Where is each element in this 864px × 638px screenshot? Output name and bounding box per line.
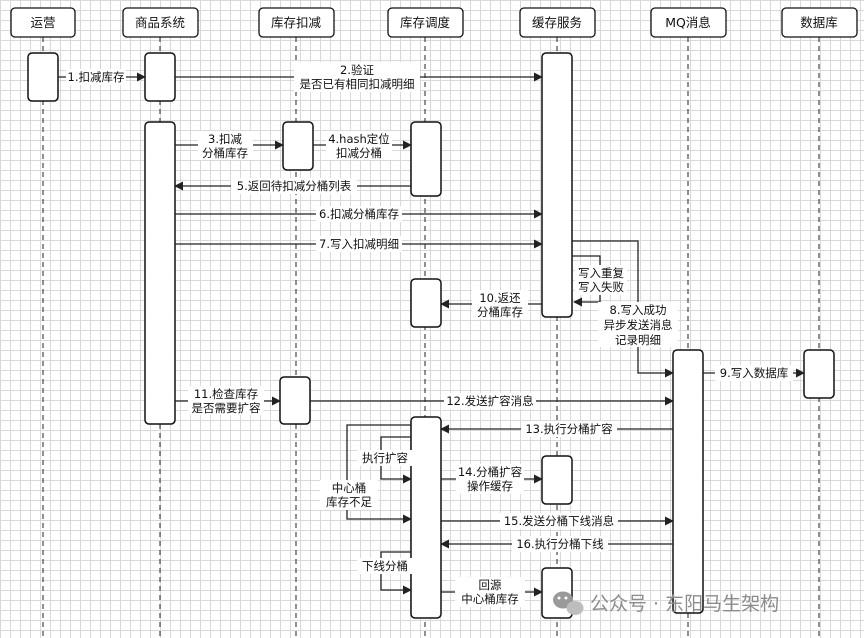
label-bg: [294, 62, 420, 92]
msg-label-14-line2: 操作缓存: [467, 479, 513, 493]
message-labels: 1.扣减库存 2.验证 是否已有相同扣减明细 3.扣减 分桶库存 4.hash定…: [68, 63, 789, 606]
label-bg: [575, 265, 627, 295]
activation-schedule-1: [410, 121, 442, 197]
participant-label: 运营: [30, 15, 55, 30]
label-bg: [316, 206, 402, 222]
msg-label-9: 9.写入数据库: [720, 366, 788, 380]
activation-database: [803, 349, 835, 399]
wechat-icon: [553, 591, 584, 615]
activation-deduct-2: [279, 376, 311, 425]
activation-schedule-2: [410, 278, 442, 328]
msg-label-2-line2: 是否已有相同扣减明细: [300, 77, 415, 91]
participants: 运营 商品系统 库存扣减 库存调度 缓存服务 MQ消息 数据库: [10, 7, 858, 38]
participant-label: 缓存服务: [532, 15, 582, 30]
participant-label: MQ消息: [665, 15, 711, 30]
msg-label-15: 15.发送分桶下线消息: [504, 514, 614, 528]
activation-cache-2: [541, 455, 573, 505]
arrow-center-bucket: [346, 424, 412, 524]
msg-label-7: 7.写入扣减明细: [319, 237, 399, 251]
label-bg: [521, 421, 617, 437]
msg-label-11-line2: 是否需要扩容: [192, 401, 261, 415]
label-bg: [598, 302, 678, 347]
label-bg: [320, 480, 378, 510]
msg-label-3-line1: 3.扣减: [208, 132, 242, 146]
label-bg: [512, 536, 608, 552]
msg-label-4-line1: 4.hash定位: [328, 132, 390, 146]
msg-label-1: 1.扣减库存: [68, 70, 125, 84]
msg-label-4-line2: 扣减分桶: [336, 146, 382, 160]
watermark: 公众号 · 东阳马生架构: [553, 591, 779, 615]
exec-expand-label: 执行扩容: [362, 451, 408, 465]
activation-ops: [27, 52, 59, 102]
msg-label-16: 16.执行分桶下线: [516, 537, 604, 551]
participant-mq: MQ消息: [650, 7, 727, 38]
retry-label-line1: 写入重复: [578, 266, 624, 280]
msg-label-13: 13.执行分桶扩容: [525, 422, 613, 436]
label-bg: [357, 558, 413, 574]
activation-product-2: [144, 121, 176, 425]
activation-schedule-3: [410, 416, 442, 619]
msg-label-10-line2: 分桶库存: [477, 305, 523, 319]
offline-label: 下线分桶: [362, 559, 408, 573]
activation-mq: [672, 349, 704, 614]
label-bg: [231, 178, 357, 194]
activation-product-1: [144, 52, 176, 102]
msg-label-12: 12.发送扩容消息: [446, 394, 533, 408]
msg-label-11-line1: 11.检查库存: [194, 387, 258, 401]
msg-label-3-line2: 分桶库存: [202, 146, 248, 160]
participant-product-system: 商品系统: [122, 7, 199, 38]
activations: [27, 52, 835, 619]
msg-label-2-line1: 2.验证: [340, 63, 374, 77]
center-bucket-label-line2: 库存不足: [326, 495, 372, 509]
msg-label-10-line1: 10.返还: [479, 291, 521, 305]
msg-label-5: 5.返回待扣减分桶列表: [237, 179, 352, 193]
participant-label: 数据库: [800, 15, 838, 30]
return-center-label-line2: 中心桶库存: [461, 592, 519, 606]
label-bg: [472, 290, 528, 319]
participant-stock-schedule: 库存调度: [387, 7, 464, 38]
participant-ops: 运营: [10, 7, 76, 38]
msg-label-14-line1: 14.分桶扩容: [458, 465, 523, 479]
activation-deduct-1: [282, 121, 314, 171]
participant-label: 库存调度: [400, 15, 451, 30]
label-backgrounds: [66, 62, 793, 607]
msg-label-8-line2: 异步发送消息: [604, 318, 673, 332]
msg-label-6: 6.扣减分桶库存: [319, 207, 399, 221]
participant-database: 数据库: [781, 7, 858, 38]
label-bg: [444, 393, 536, 409]
participant-label: 商品系统: [135, 15, 185, 30]
msg-label-8-line3: 记录明细: [615, 333, 661, 347]
label-bg: [326, 131, 392, 160]
label-bg: [198, 131, 253, 160]
center-bucket-label-line1: 中心桶: [332, 481, 367, 495]
activation-cache-1: [541, 52, 573, 318]
participant-label: 库存扣减: [271, 15, 322, 30]
label-bg: [715, 365, 793, 381]
label-bg: [357, 450, 413, 466]
watermark-text: 公众号 · 东阳马生架构: [590, 593, 779, 615]
label-bg: [455, 577, 525, 607]
retry-label-line2: 写入失败: [578, 280, 624, 294]
label-bg: [456, 464, 524, 494]
participant-stock-deduct: 库存扣减: [258, 7, 335, 38]
label-bg: [500, 513, 618, 529]
label-bg: [316, 236, 402, 252]
label-bg: [188, 386, 264, 415]
msg-label-8-line1: 8.写入成功: [610, 303, 667, 317]
participant-cache-service: 缓存服务: [519, 7, 596, 38]
label-bg: [66, 69, 126, 85]
return-center-label-line1: 回源: [479, 578, 502, 592]
